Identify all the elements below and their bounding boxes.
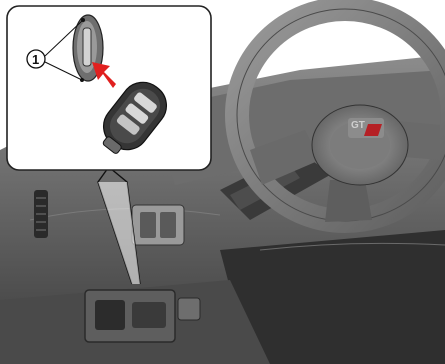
switch-panel [132, 205, 184, 245]
callout-number: 1 [32, 52, 39, 67]
badge-text: GT [351, 120, 365, 131]
steering-badge: GT [348, 118, 384, 138]
air-vent [34, 190, 48, 238]
detail-inset: 1 [7, 6, 211, 170]
